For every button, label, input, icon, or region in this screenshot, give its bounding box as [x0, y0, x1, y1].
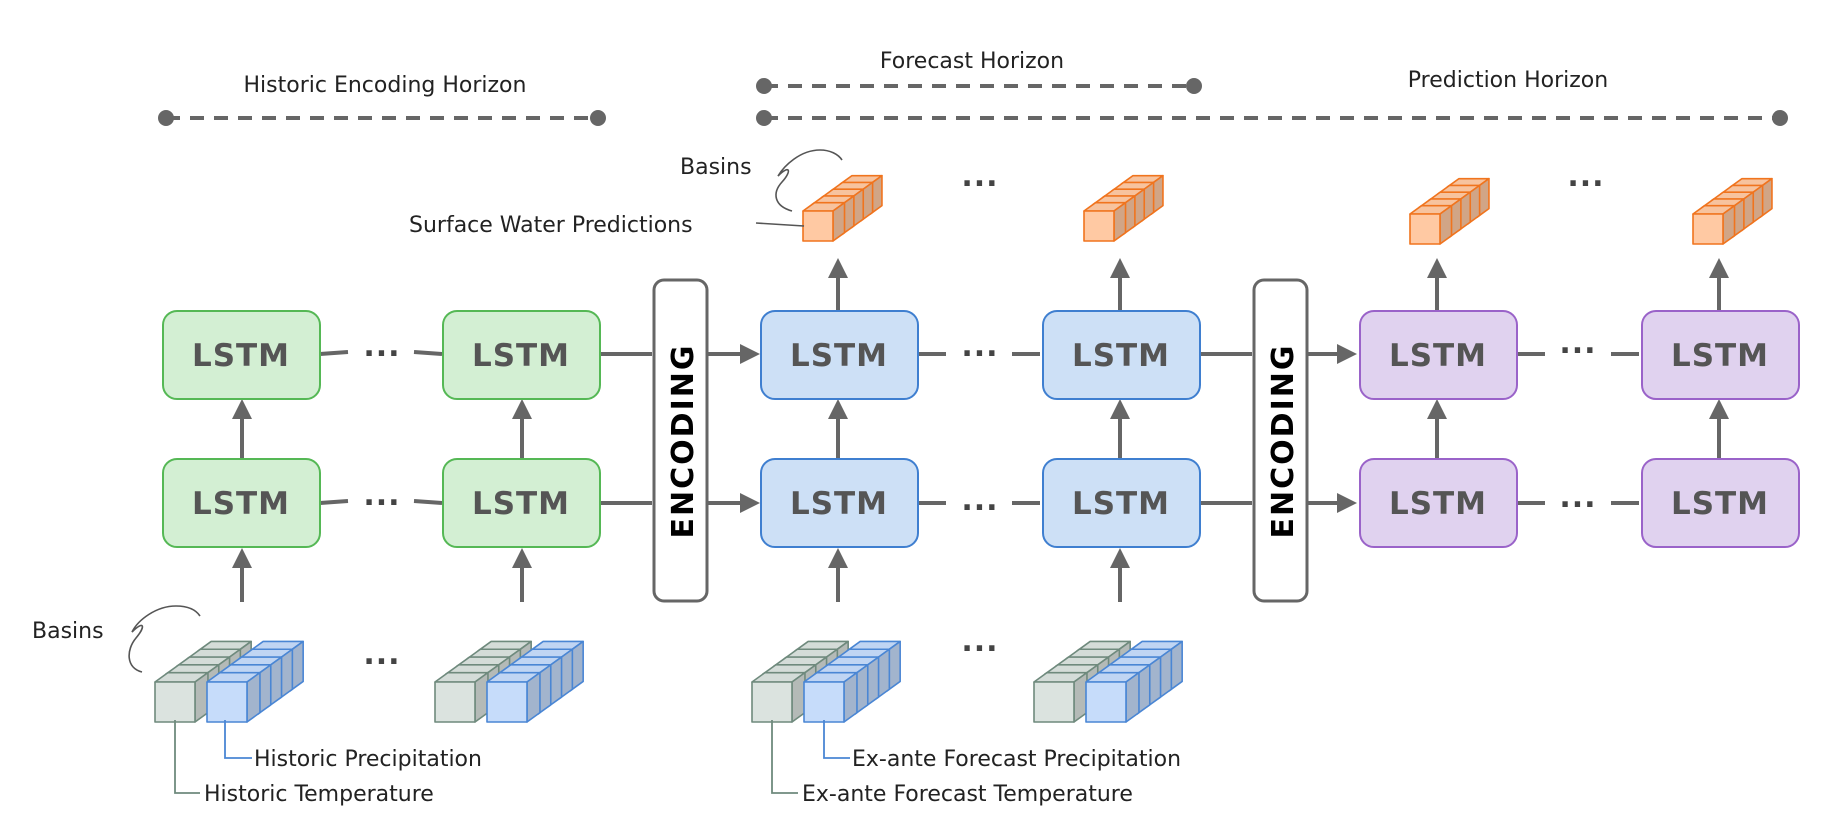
ellipsis: ... [1567, 159, 1604, 194]
lstm-label: LSTM [1072, 338, 1170, 374]
lstm-historic-top-1: LSTM [162, 310, 321, 400]
lstm-forecast-top-1: LSTM [760, 310, 919, 400]
encoding-label: ENCODING [666, 344, 701, 539]
forecast-precip-label: Ex-ante Forecast Precipitation [852, 747, 1181, 772]
ellipses: ... ... ... ... ... ... ... ... ... ... [363, 159, 1604, 672]
lstm-label: LSTM [790, 338, 888, 374]
lstm-label: LSTM [472, 338, 570, 374]
lstm-forecast-bottom-2: LSTM [1042, 458, 1201, 548]
ellipsis: ... [363, 329, 400, 364]
precipitation-cube [206, 671, 261, 723]
lstm-prediction-top-2: LSTM [1641, 310, 1800, 400]
lstm-forecast-top-2: LSTM [1042, 310, 1201, 400]
precipitation-cube [803, 671, 858, 723]
forecast-horizon-label: Forecast Horizon [880, 49, 1064, 74]
lstm-historic-bottom-2: LSTM [442, 458, 601, 548]
lstm-label: LSTM [192, 338, 290, 374]
ellipsis: ... [363, 637, 400, 672]
lstm-label: LSTM [790, 486, 888, 522]
prediction-horizon: Prediction Horizon [756, 68, 1788, 126]
historic-horizon-label: Historic Encoding Horizon [244, 73, 527, 98]
temperature-cube [751, 671, 806, 723]
prediction-horizon-label: Prediction Horizon [1408, 68, 1608, 93]
lstm-label: LSTM [1671, 338, 1769, 374]
surface-water-annotation: Surface Water Predictions [409, 213, 805, 238]
precipitation-cube [1085, 671, 1140, 723]
basins-top-annotation: Basins [680, 149, 843, 212]
lstm-prediction-bottom-1: LSTM [1359, 458, 1518, 548]
forecast-temp-label: Ex-ante Forecast Temperature [802, 782, 1133, 807]
lstm-label: LSTM [1389, 486, 1487, 522]
lstm-label: LSTM [1389, 338, 1487, 374]
historic-input-annotations [174, 720, 252, 794]
forecast-horizon: Forecast Horizon [756, 49, 1202, 94]
temperature-cube [1033, 671, 1088, 723]
historic-temp-label: Historic Temperature [204, 782, 434, 807]
horizontal-connectors [319, 344, 1639, 513]
prediction-cube [1409, 204, 1453, 245]
ellipsis: ... [961, 483, 998, 518]
encoding-block-1: ENCODING [652, 278, 709, 603]
basins-top-label: Basins [680, 155, 752, 180]
surface-water-label: Surface Water Predictions [409, 213, 693, 238]
encoding-label: ENCODING [1266, 344, 1301, 539]
historic-horizon: Historic Encoding Horizon [158, 73, 606, 126]
lstm-prediction-bottom-2: LSTM [1641, 458, 1800, 548]
temperature-cube [434, 671, 489, 723]
lstm-forecast-bottom-1: LSTM [760, 458, 919, 548]
output-predictions [802, 174, 1773, 245]
prediction-cube [1692, 204, 1736, 245]
ellipsis: ... [1559, 326, 1596, 361]
prediction-cube [1083, 201, 1127, 242]
ellipsis: ... [961, 159, 998, 194]
lstm-label: LSTM [192, 486, 290, 522]
lstm-historic-top-2: LSTM [442, 310, 601, 400]
ellipsis: ... [1559, 480, 1596, 515]
historic-precip-label: Historic Precipitation [254, 747, 482, 772]
lstm-prediction-top-1: LSTM [1359, 310, 1518, 400]
ellipsis: ... [363, 478, 400, 513]
forecast-input-annotations [771, 720, 850, 794]
precipitation-cube [486, 671, 541, 723]
lstm-label: LSTM [472, 486, 570, 522]
prediction-cube [802, 201, 846, 242]
vertical-arrows [232, 258, 1729, 602]
basins-left-label: Basins [32, 619, 104, 644]
encoding-block-2: ENCODING [1252, 278, 1309, 603]
lstm-label: LSTM [1072, 486, 1170, 522]
lstm-historic-bottom-1: LSTM [162, 458, 321, 548]
input-forcings [154, 640, 1183, 723]
temperature-cube [154, 671, 209, 723]
ellipsis: ... [961, 329, 998, 364]
ellipsis: ... [961, 624, 998, 659]
basins-left-annotation: Basins [32, 605, 201, 673]
lstm-label: LSTM [1671, 486, 1769, 522]
